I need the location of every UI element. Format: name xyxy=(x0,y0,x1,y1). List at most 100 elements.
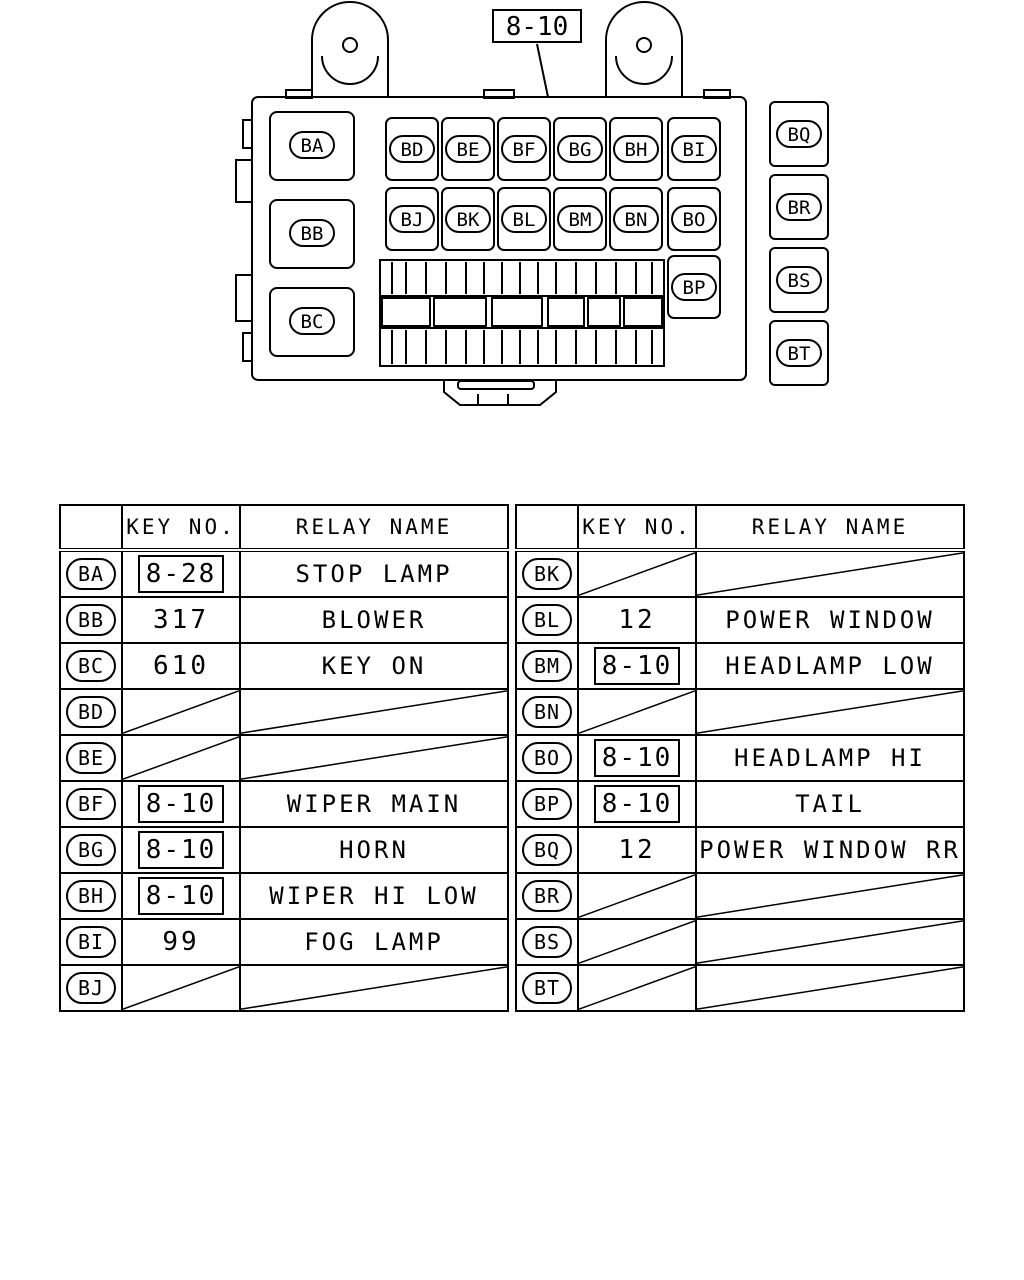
relay-name: KEY ON xyxy=(321,652,427,680)
key-no-cell: 610 xyxy=(121,642,241,690)
header-loc-cell xyxy=(59,504,123,552)
relay-location-label: BM xyxy=(522,650,572,682)
empty-cell-slash xyxy=(241,966,507,1010)
relay-name-cell: HEADLAMP LOW xyxy=(695,642,965,690)
relay-location-cell: BC xyxy=(59,642,123,690)
relay-label-bb: BB xyxy=(301,223,324,245)
relay-name: WIPER HI LOW xyxy=(269,882,479,910)
relay-label-bm: BM xyxy=(569,209,592,231)
relay-location-cell: BA xyxy=(59,549,123,598)
table-row: BJ xyxy=(59,964,509,1012)
relay-label-bg: BG xyxy=(569,139,592,161)
relay-label-bj: BJ xyxy=(401,209,424,231)
relay-location-label: BI xyxy=(66,926,116,958)
relay-box-diagram: 8-10 BA BB BC BD BE BF BG BH BI BJ BK BL… xyxy=(235,1,829,406)
relay-name: POWER WINDOW RR xyxy=(699,836,961,864)
relay-label-bf: BF xyxy=(513,139,536,161)
empty-cell-slash xyxy=(579,920,695,964)
relay-name-cell: POWER WINDOW RR xyxy=(695,826,965,874)
relay-name-cell xyxy=(695,549,965,598)
relay-location-label: BP xyxy=(522,788,572,820)
empty-cell-slash xyxy=(579,552,695,596)
empty-cell-slash xyxy=(123,736,239,780)
empty-cell-slash xyxy=(579,966,695,1010)
key-no-cell xyxy=(577,918,697,966)
right-mounting-ear xyxy=(605,1,683,96)
table-row: BN xyxy=(515,688,965,736)
fuse-block xyxy=(379,259,665,367)
relay-label-be: BE xyxy=(457,139,480,161)
relay-location-cell: BL xyxy=(515,596,579,644)
key-no-cell xyxy=(121,964,241,1012)
key-no-cell: 8-10 xyxy=(121,780,241,828)
key-no-boxed: 8-10 xyxy=(593,739,681,777)
relay-location-cell: BM xyxy=(515,642,579,690)
key-no-cell: 8-28 xyxy=(121,549,241,598)
header-key-no: KEY NO. xyxy=(577,504,697,552)
relay-location-cell: BO xyxy=(515,734,579,782)
key-no-boxed: 8-10 xyxy=(137,831,225,869)
relay-name-cell: POWER WINDOW xyxy=(695,596,965,644)
relay-name-cell: WIPER MAIN xyxy=(239,780,509,828)
header-loc-cell xyxy=(515,504,579,552)
header-relay-name: RELAY NAME xyxy=(695,504,965,552)
relay-location-cell: BE xyxy=(59,734,123,782)
relay-name-cell: TAIL xyxy=(695,780,965,828)
relay-location-label: BH xyxy=(66,880,116,912)
relay-location-cell: BT xyxy=(515,964,579,1012)
relay-label-bn: BN xyxy=(625,209,648,231)
relay-location-cell: BG xyxy=(59,826,123,874)
relay-label-bk: BK xyxy=(457,209,480,231)
relay-location-label: BR xyxy=(522,880,572,912)
relay-location-cell: BF xyxy=(59,780,123,828)
relay-location-cell: BN xyxy=(515,688,579,736)
table-row: BA 8-28 STOP LAMP xyxy=(59,549,509,598)
relay-location-label: BF xyxy=(66,788,116,820)
callout-key-label: 8-10 xyxy=(506,12,569,42)
relay-name-cell: WIPER HI LOW xyxy=(239,872,509,920)
key-no-cell xyxy=(577,964,697,1012)
relay-location-label: BO xyxy=(522,742,572,774)
relay-name-cell: HORN xyxy=(239,826,509,874)
relay-location-label: BN xyxy=(522,696,572,728)
relay-name: HEADLAMP HI xyxy=(734,744,926,772)
relay-label-bq: BQ xyxy=(788,124,811,146)
relay-label-ba: BA xyxy=(301,135,324,157)
relay-name: WIPER MAIN xyxy=(286,790,462,818)
key-no-cell: 317 xyxy=(121,596,241,644)
empty-cell-slash xyxy=(579,874,695,918)
relay-location-cell: BR xyxy=(515,872,579,920)
relay-name-cell xyxy=(695,688,965,736)
relay-name: POWER WINDOW xyxy=(725,606,935,634)
key-no-cell: 12 xyxy=(577,596,697,644)
relay-location-cell: BB xyxy=(59,596,123,644)
relay-name-cell xyxy=(239,688,509,736)
key-no-cell: 8-10 xyxy=(577,642,697,690)
relay-location-cell: BP xyxy=(515,780,579,828)
empty-cell-slash xyxy=(241,690,507,734)
key-no-cell xyxy=(577,549,697,598)
key-no-boxed: 8-28 xyxy=(137,555,225,593)
relay-location-label: BA xyxy=(66,558,116,590)
relay-name-cell: KEY ON xyxy=(239,642,509,690)
relay-name-cell: FOG LAMP xyxy=(239,918,509,966)
empty-cell-slash xyxy=(697,690,963,734)
relay-location-label: BT xyxy=(522,972,572,1004)
relay-location-cell: BK xyxy=(515,549,579,598)
relay-name-cell: STOP LAMP xyxy=(239,549,509,598)
relay-name-cell: BLOWER xyxy=(239,596,509,644)
key-no-cell: 12 xyxy=(577,826,697,874)
table-row: BD xyxy=(59,688,509,736)
relay-name: BLOWER xyxy=(321,606,427,634)
relay-label-bt: BT xyxy=(788,343,811,365)
key-no-cell xyxy=(121,688,241,736)
table-row: BS xyxy=(515,918,965,966)
relay-name-cell xyxy=(239,964,509,1012)
